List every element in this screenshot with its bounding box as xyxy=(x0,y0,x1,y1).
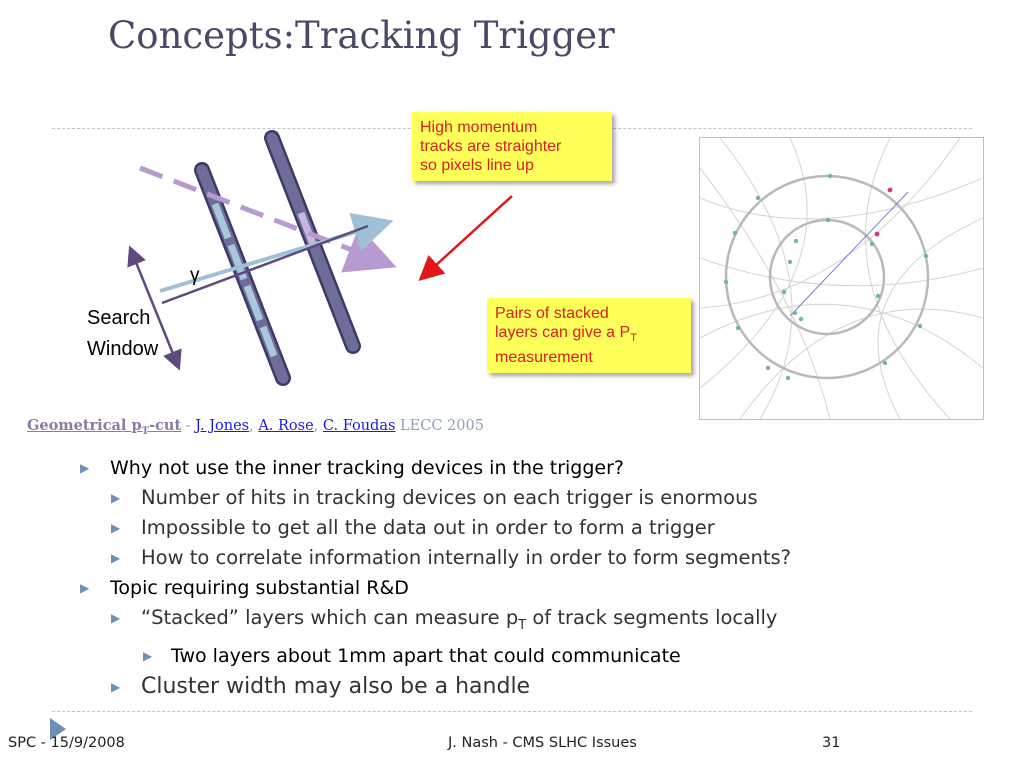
citation-conference: LECC 2005 xyxy=(395,418,484,434)
search-label: Search xyxy=(87,307,151,329)
callout-line: layers can give a PT xyxy=(495,323,683,348)
citation-separator: , xyxy=(249,418,259,434)
bullet-text: of track segments locally xyxy=(526,606,778,629)
detector-event-display xyxy=(699,137,984,420)
low-pt-dashed-track xyxy=(139,165,397,273)
bullet-arrow-icon: ▶ xyxy=(111,611,121,625)
bullet-text: “Stacked” layers which can measure p xyxy=(141,606,519,629)
bullet-arrow-icon: ▶ xyxy=(111,551,121,565)
footer-presenter: J. Nash - CMS SLHC Issues xyxy=(448,735,637,751)
bullet-text: Two layers about 1mm apart that could co… xyxy=(171,644,681,667)
crossing-track xyxy=(161,224,369,305)
search-window-arrow xyxy=(127,245,182,371)
bullet-text: Topic requiring substantial R&D xyxy=(110,577,409,599)
bullet-arrow-icon: ▶ xyxy=(111,521,121,535)
red-pointer-arrow xyxy=(418,195,513,282)
bullet-arrow-icon: ▶ xyxy=(111,491,121,505)
gamma-label: γ xyxy=(190,265,200,286)
bullet-text: Why not use the inner tracking devices i… xyxy=(110,457,625,479)
callout-text: layers can give a P xyxy=(495,324,631,341)
callout-high-momentum: High momentum tracks are straighter so p… xyxy=(412,112,612,181)
author-link-foudas[interactable]: C. Foudas xyxy=(322,418,396,434)
bullet-level2: ▶ Number of hits in tracking devices on e… xyxy=(78,483,791,513)
sensor-layer-2 xyxy=(264,130,361,354)
callout-line: tracks are straighter xyxy=(420,138,562,155)
bullet-level1: ▶ Topic requiring substantial R&D xyxy=(78,573,791,603)
citation-line: Geometrical pT-cut - J. Jones, A. Rose, … xyxy=(27,417,484,437)
footer-date: SPC - 15/9/2008 xyxy=(8,735,125,751)
window-label: Window xyxy=(87,338,159,360)
callout-line: Pairs of stacked xyxy=(495,305,609,322)
bullet-text: Number of hits in tracking devices on ea… xyxy=(141,486,758,509)
citation-title-tail: -cut xyxy=(149,417,182,434)
bullet-level2: ▶ Cluster width may also be a handle xyxy=(78,671,791,703)
footer-arrow-icon xyxy=(50,718,66,740)
author-link-jones[interactable]: J. Jones xyxy=(195,418,250,434)
bullet-arrow-icon: ▶ xyxy=(143,648,153,663)
callout-subscript: T xyxy=(630,332,637,345)
bullet-arrow-icon: ▶ xyxy=(80,461,90,475)
slide-title: Concepts:Tracking Trigger xyxy=(108,14,615,57)
author-link-rose[interactable]: A. Rose xyxy=(258,418,314,434)
callout-line: so pixels line up xyxy=(420,157,534,174)
bullet-level2: ▶ Impossible to get all the data out in o… xyxy=(78,513,791,543)
bullet-text: Cluster width may also be a handle xyxy=(141,673,531,699)
bullet-text: How to correlate information internally … xyxy=(141,546,792,569)
bullet-arrow-icon: ▶ xyxy=(80,581,90,595)
bullet-level1: ▶ Why not use the inner tracking devices … xyxy=(78,453,791,483)
citation-separator: - xyxy=(181,418,196,434)
citation-separator: , xyxy=(313,418,323,434)
callout-line: measurement xyxy=(495,349,593,367)
bullet-level2: ▶ How to correlate information internally… xyxy=(78,543,791,573)
bullet-level3: ▶ Two layers about 1mm apart that could c… xyxy=(78,641,791,671)
stacked-layers-diagram xyxy=(127,130,397,386)
bottom-divider xyxy=(52,711,972,712)
page-number: 31 xyxy=(822,735,841,751)
callout-line: High momentum xyxy=(420,119,538,136)
bullet-text: Impossible to get all the data out in or… xyxy=(141,516,715,539)
bullet-arrow-icon: ▶ xyxy=(111,679,121,694)
bullet-level2: ▶ “Stacked” layers which can measure pT o… xyxy=(78,603,791,641)
citation-title-subscript: T xyxy=(141,425,150,437)
event-display-image xyxy=(699,137,984,420)
callout-stacked-layers: Pairs of stacked layers can give a PT me… xyxy=(487,298,691,374)
citation-title-text: Geometrical p xyxy=(27,417,142,434)
citation-title[interactable]: Geometrical pT-cut xyxy=(27,417,182,437)
bullet-subscript: T xyxy=(518,617,527,633)
bullet-list: ▶ Why not use the inner tracking devices … xyxy=(78,453,791,703)
